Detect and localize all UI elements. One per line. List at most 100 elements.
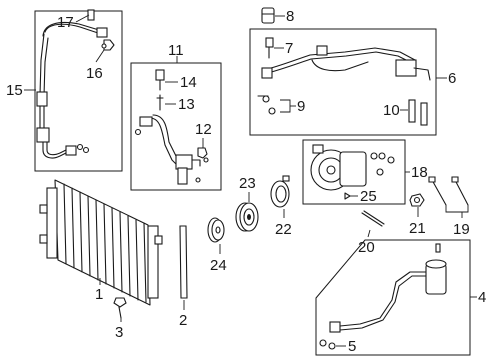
bracket-16-hole xyxy=(101,43,107,49)
leader-20 xyxy=(367,229,371,238)
callout-22: 22 xyxy=(275,221,292,238)
hose-6-branch xyxy=(311,59,369,72)
hose-6-left-fitting xyxy=(261,67,273,79)
tube-10-a xyxy=(408,99,416,123)
compressor-group xyxy=(302,139,410,205)
condenser-bracket-b xyxy=(39,234,48,244)
oring-9-b xyxy=(268,107,276,115)
callout-16: 16 xyxy=(86,65,103,82)
comp-oring-b xyxy=(378,152,386,160)
callout-8: 8 xyxy=(286,8,294,25)
condenser-fins xyxy=(63,183,147,303)
group-box-4 xyxy=(315,239,471,356)
hose-15-group xyxy=(24,9,123,172)
hose-15-top-fitting xyxy=(96,27,108,38)
hose-15-top xyxy=(44,23,99,34)
callout-4: 4 xyxy=(478,289,486,306)
pin-20-shaft-b xyxy=(363,210,385,225)
pulley-24 xyxy=(207,217,225,254)
hose-6-group xyxy=(249,28,447,136)
callout-24: 24 xyxy=(210,257,227,274)
hose-11-muffler xyxy=(175,154,193,170)
seal-2 xyxy=(179,225,188,310)
callout-18: 18 xyxy=(411,164,428,181)
hose-11-body-inner xyxy=(152,114,183,163)
callout-19: 19 xyxy=(453,221,470,238)
callout-14: 14 xyxy=(180,74,197,91)
oring-5-b xyxy=(328,342,336,350)
group-box-11 xyxy=(130,62,222,191)
compressor-top-port xyxy=(312,144,324,154)
hose-15-valve xyxy=(87,9,95,21)
hose-11-canister xyxy=(177,167,188,185)
hose-15-bottom xyxy=(42,141,69,159)
comp-bolt xyxy=(387,156,395,164)
bracket-12-icon xyxy=(197,147,208,159)
comp-oring-c xyxy=(376,168,384,176)
hose-6-fitting-mid xyxy=(316,45,328,56)
bolt-19-a-head xyxy=(428,176,436,183)
clutch-23 xyxy=(235,192,259,232)
leader-9-bracket xyxy=(280,99,291,113)
condenser-left-tank xyxy=(46,187,58,259)
condenser-bracket-a xyxy=(39,204,48,214)
hose-11-body xyxy=(149,117,179,167)
oring-9-a xyxy=(262,95,270,103)
valve-14-icon xyxy=(155,69,165,81)
bolt-19-b-head xyxy=(451,176,459,183)
callout-12: 12 xyxy=(195,121,212,138)
bolt-19-b xyxy=(454,179,469,206)
accumulator-valve xyxy=(435,243,441,253)
bolt-3-head xyxy=(113,297,127,308)
comp-oring-a xyxy=(370,152,378,160)
valve-7-icon xyxy=(265,37,274,48)
pin-20 xyxy=(361,210,385,238)
leader-17 xyxy=(75,14,90,23)
cap-8 xyxy=(261,7,285,24)
callout-25: 25 xyxy=(360,188,377,205)
oring-12 xyxy=(203,157,209,163)
callout-10: 10 xyxy=(383,102,400,119)
leader-16 xyxy=(95,49,105,63)
accumulator-end-fitting xyxy=(329,321,341,333)
callout-7: 7 xyxy=(285,40,293,57)
clutch-23-hub xyxy=(247,214,251,220)
coil-22-connector xyxy=(282,175,290,182)
callout-23: 23 xyxy=(239,175,256,192)
hose-11-top-fitting xyxy=(139,116,153,127)
condenser-right-tank xyxy=(147,225,159,299)
hose-15-body-inner xyxy=(43,37,49,131)
compressor-housing xyxy=(339,151,367,187)
compressor-hub xyxy=(326,165,336,175)
hose-11-oring xyxy=(134,128,142,136)
accumulator-tube-inner xyxy=(339,275,427,331)
hose-15-top-outer xyxy=(42,21,100,37)
nut-21 xyxy=(409,193,425,217)
accumulator-tube xyxy=(339,271,427,327)
oring-11 xyxy=(195,177,201,183)
bolt-3-shaft xyxy=(118,306,122,319)
nut-21-hole xyxy=(413,196,421,204)
hose-6-right-block xyxy=(395,59,417,77)
hose-11-end xyxy=(191,159,201,167)
callout-11: 11 xyxy=(168,42,184,59)
valve-13-icon xyxy=(156,94,164,111)
oring-5-a xyxy=(319,339,327,347)
callout-20: 20 xyxy=(358,239,375,256)
pin-20-shaft xyxy=(361,212,383,227)
callout-2: 2 xyxy=(179,312,187,329)
bolt-19-a xyxy=(431,179,447,206)
leader-19-bracket xyxy=(445,205,469,213)
callout-1: 1 xyxy=(95,286,103,303)
hose-15-oring-a xyxy=(76,143,84,151)
hose-15-end-fitting xyxy=(65,145,77,156)
callout-13: 13 xyxy=(178,96,195,113)
bolt-3 xyxy=(113,297,127,322)
group-box-6 xyxy=(249,28,437,136)
callout-3: 3 xyxy=(115,324,123,341)
hose-15-body xyxy=(39,33,45,131)
coil-22 xyxy=(270,175,290,218)
hose-6-right-end xyxy=(413,67,431,81)
callout-6: 6 xyxy=(448,70,456,87)
